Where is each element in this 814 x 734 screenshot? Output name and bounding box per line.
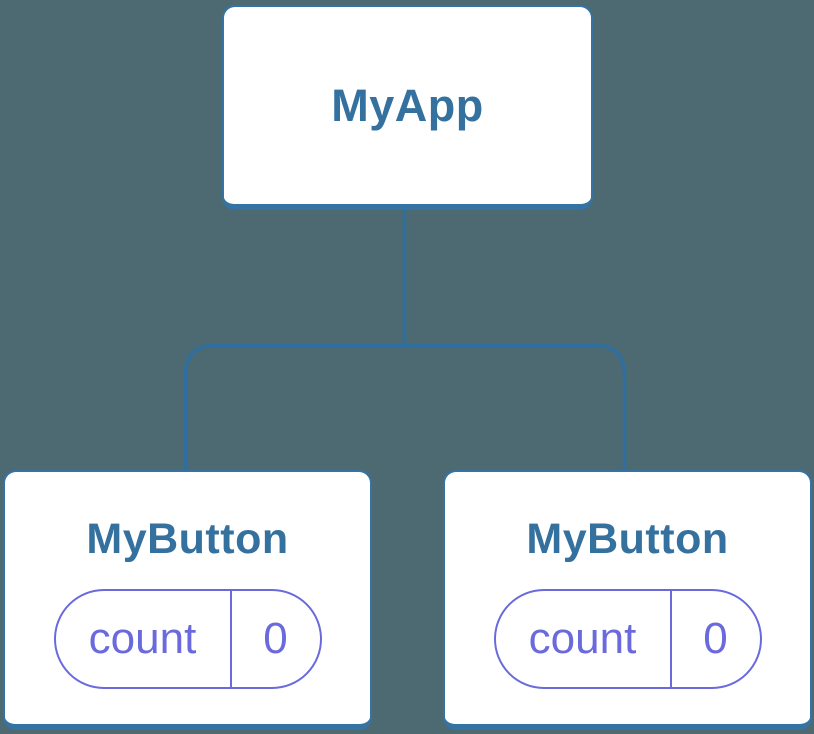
state-value-cell: 0: [672, 591, 760, 687]
state-value: 0: [263, 614, 288, 663]
state-name-cell: count: [496, 591, 672, 687]
connector-branch: [183, 343, 627, 472]
state-value: 0: [703, 614, 728, 663]
node-label: MyApp: [331, 80, 484, 131]
state-value-cell: 0: [232, 591, 320, 687]
node-mybutton-right: MyButton count 0: [443, 470, 812, 730]
node-myapp: MyApp: [222, 5, 593, 210]
state-name-cell: count: [56, 591, 232, 687]
node-mybutton-left: MyButton count 0: [3, 470, 372, 730]
node-label: MyButton: [86, 515, 289, 563]
node-label: MyButton: [526, 515, 729, 563]
state-name: count: [88, 614, 197, 663]
state-pill: count 0: [53, 589, 322, 689]
state-pill: count 0: [493, 589, 762, 689]
state-name: count: [528, 614, 637, 663]
